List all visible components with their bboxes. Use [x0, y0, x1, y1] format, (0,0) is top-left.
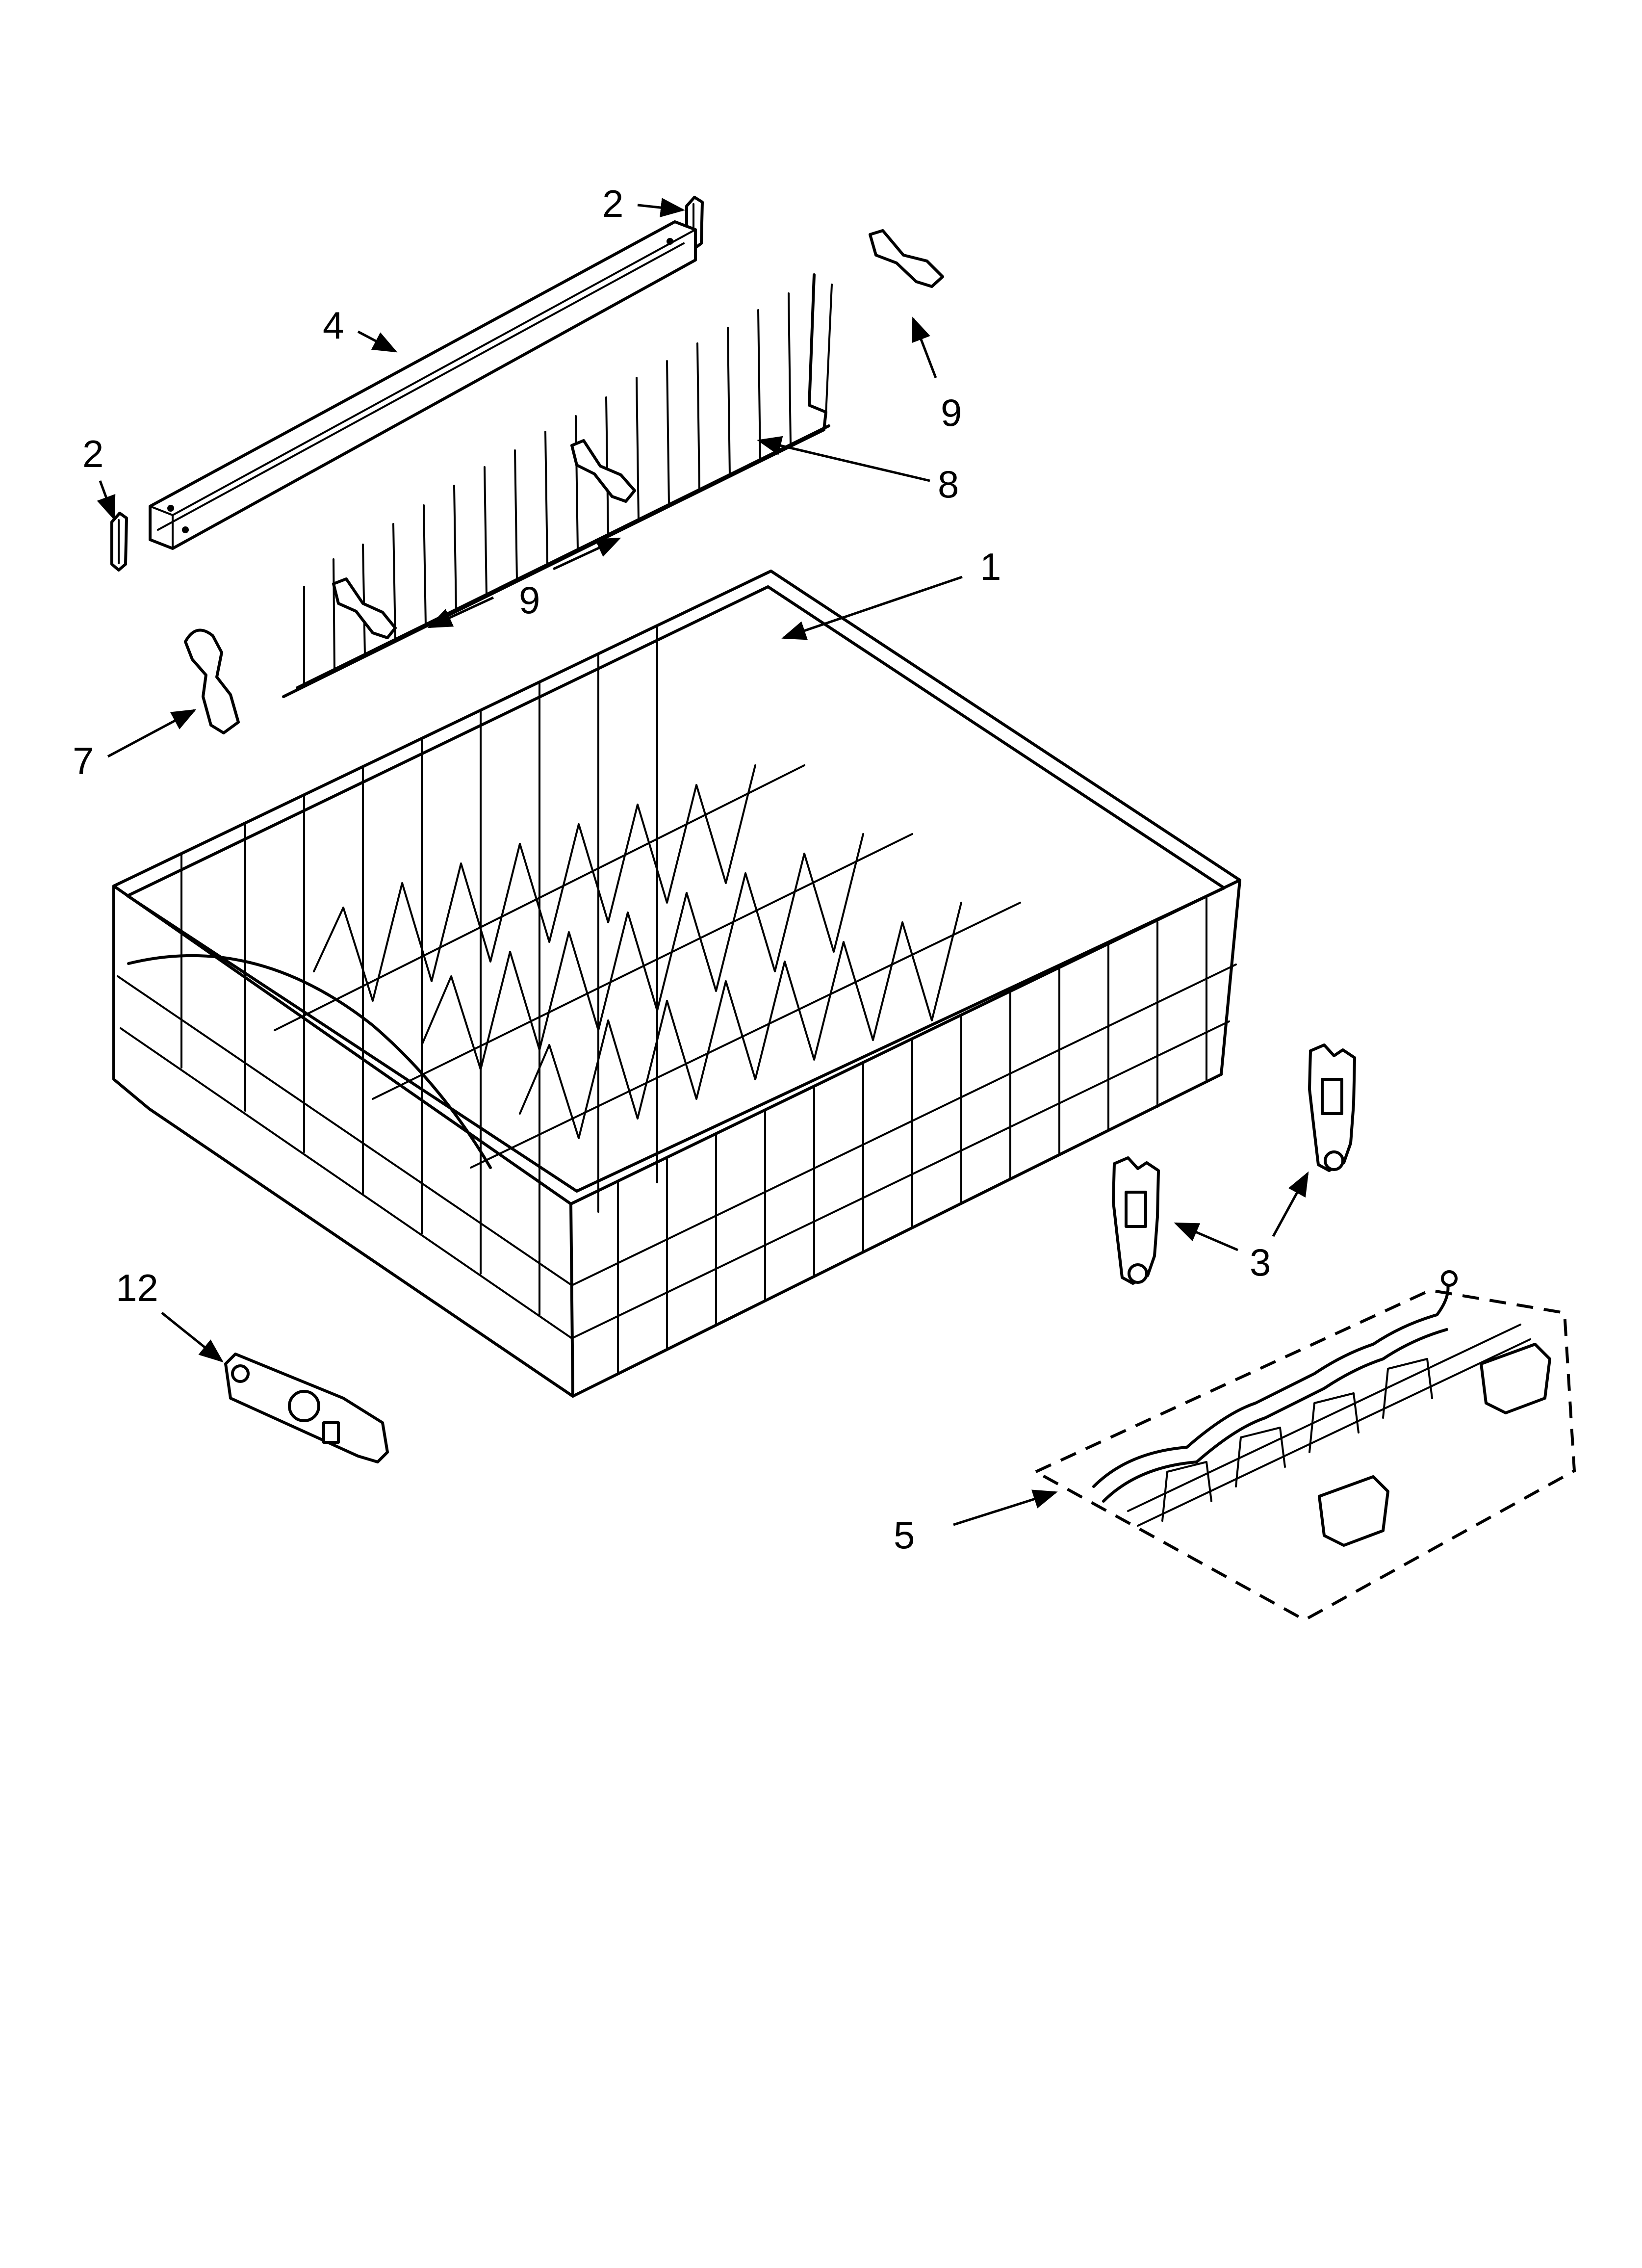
- upper-rack-rail: [149, 220, 697, 550]
- upper-dishrack: [112, 570, 1241, 1398]
- callout-5: 5: [894, 1513, 915, 1557]
- rack-adjuster-b: [1308, 1043, 1356, 1172]
- callout-3: 3: [1250, 1241, 1271, 1284]
- tine-clip-a: [332, 577, 397, 639]
- end-cap-clip-left: [110, 512, 128, 572]
- tine-row: [282, 273, 833, 698]
- callout-4: 4: [323, 304, 344, 347]
- rack-clip: [184, 628, 240, 734]
- rack-adjuster-a: [1112, 1156, 1160, 1285]
- tine-clip-b: [570, 439, 636, 503]
- callout-2-top: 2: [602, 182, 623, 225]
- leader-lines: [97, 198, 1309, 1526]
- tine-clip-c: [869, 229, 944, 288]
- callout-9-mid: 9: [519, 578, 540, 622]
- callout-9-right: 9: [941, 391, 962, 434]
- rack-stop: [224, 1353, 389, 1463]
- callout-12: 12: [116, 1266, 158, 1309]
- adjuster-kit-assembly: [1035, 1270, 1576, 1622]
- callout-8: 8: [938, 463, 959, 506]
- callout-7: 7: [73, 739, 94, 782]
- callout-1: 1: [980, 545, 1001, 588]
- callout-2-left: 2: [82, 432, 103, 475]
